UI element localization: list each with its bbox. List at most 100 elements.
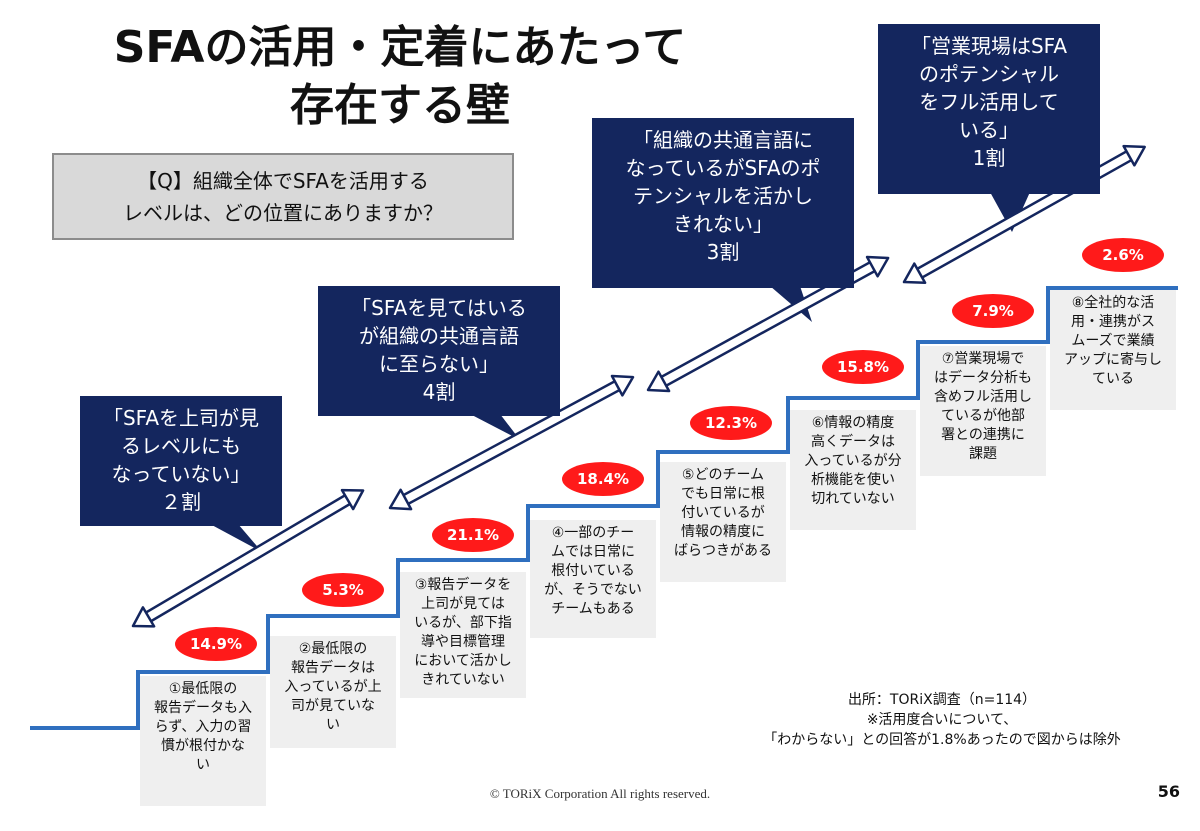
source-note: 出所：TORiX調査（n=114） ※活用度合いについて、 「わからない」との回… bbox=[752, 690, 1132, 750]
step-line: ムでは日常に bbox=[551, 544, 635, 560]
step-box-6: ⑥情報の精度 高くデータは 入っているが分 析機能を使い 切れていない bbox=[790, 410, 916, 530]
step-line: はデータ分析も bbox=[934, 370, 1032, 386]
step-line: ているが他部 bbox=[941, 408, 1025, 424]
step-line: でも日常に根 bbox=[681, 486, 765, 502]
callout-line: が組織の共通言語 bbox=[359, 324, 519, 348]
step-line: 導や目標管理 bbox=[421, 634, 505, 650]
step-line: ⑥情報の精度 bbox=[811, 415, 895, 431]
step-line: 司が見ていな bbox=[291, 698, 375, 714]
step-box-4: ④一部のチー ムでは日常に 根付いている が、そうでない チームもある bbox=[530, 520, 656, 638]
step-line: 含めフル活用し bbox=[934, 389, 1032, 405]
step-line: 署との連携に bbox=[941, 427, 1025, 443]
step-line: 析機能を使い bbox=[811, 472, 895, 488]
step-line: アップに寄与し bbox=[1064, 352, 1162, 368]
page-title-line-2: 存在する壁 bbox=[290, 80, 510, 131]
callout-share: ２割 bbox=[161, 490, 201, 514]
percent-badge-7: 7.9% bbox=[952, 294, 1034, 328]
percent-badge-4: 18.4% bbox=[562, 462, 644, 496]
step-box-3: ③報告データを 上司が見ては いるが、部下指 導や目標管理 において活かし きれ… bbox=[400, 572, 526, 698]
step-line: いるが、部下指 bbox=[414, 615, 512, 631]
step-line: 切れていない bbox=[811, 491, 895, 507]
callout-line: テンシャルを活かし bbox=[633, 184, 813, 208]
staircase-line bbox=[30, 286, 1178, 730]
step-line: ⑤どのチーム bbox=[681, 467, 765, 483]
step-line: ④一部のチー bbox=[551, 525, 635, 541]
callout-line: をフル活用して bbox=[919, 90, 1059, 114]
callout-line: に至らない」 bbox=[379, 352, 499, 376]
bubble-2-tail bbox=[470, 414, 520, 440]
bubble-4-tail bbox=[990, 192, 1030, 232]
step-line: ムーズで業績 bbox=[1071, 333, 1155, 349]
percent-badge-1: 14.9% bbox=[175, 627, 257, 661]
step-line: ⑦営業現場で bbox=[941, 351, 1025, 367]
step-line: ⑧全社的な活 bbox=[1071, 295, 1155, 311]
callout-bubble-3: 「組織の共通言語に なっているがSFAのポ テンシャルを活かし きれない」 3割 bbox=[592, 118, 854, 288]
range-arrow-2 bbox=[388, 374, 635, 511]
question-box: 【Q】組織全体でSFAを活用する レベルは、どの位置にありますか？ bbox=[52, 153, 514, 240]
step-line: らず、入力の習 bbox=[154, 719, 252, 735]
step-line: 付いているが bbox=[681, 505, 765, 521]
step-line: 課題 bbox=[969, 446, 997, 462]
step-line: が、そうでない bbox=[544, 582, 642, 598]
step-line: 報告データは bbox=[291, 660, 375, 676]
step-line: 報告データも入 bbox=[154, 700, 252, 716]
callout-line: 「SFAを見てはいる bbox=[351, 296, 527, 320]
source-line-2: ※活用度合いについて、 bbox=[866, 712, 1018, 728]
step-line: 慣が根付かな bbox=[161, 738, 245, 754]
callout-share: 3割 bbox=[706, 240, 740, 264]
question-line-2: レベルは、どの位置にありますか？ bbox=[123, 201, 443, 225]
callout-line: 「組織の共通言語に bbox=[633, 128, 813, 152]
callout-line: なっているがSFAのポ bbox=[625, 156, 821, 180]
step-line: い bbox=[196, 757, 210, 773]
callout-line: きれない」 bbox=[673, 212, 773, 236]
step-line: 情報の精度に bbox=[681, 524, 765, 540]
step-line: 入っているが分 bbox=[804, 453, 902, 469]
callout-line: るレベルにも bbox=[121, 434, 241, 458]
step-line: ②最低限の bbox=[298, 641, 368, 657]
copyright-text: © TORiX Corporation All rights reserved. bbox=[489, 786, 711, 801]
step-line: 用・連携がス bbox=[1071, 314, 1155, 330]
step-box-8: ⑧全社的な活 用・連携がス ムーズで業績 アップに寄与し ている bbox=[1050, 290, 1176, 410]
step-line: ている bbox=[1092, 371, 1134, 387]
callout-share: 1割 bbox=[972, 146, 1006, 170]
callout-bubble-4: 「営業現場はSFA のポテンシャル をフル活用して いる」 1割 bbox=[878, 24, 1100, 194]
step-line: ①最低限の bbox=[168, 681, 238, 697]
callout-share: 4割 bbox=[422, 380, 456, 404]
percent-badge-5: 12.3% bbox=[690, 406, 772, 440]
range-arrow-1 bbox=[131, 488, 365, 628]
callout-bubble-2: 「SFAを見てはいる が組織の共通言語 に至らない」 4割 bbox=[318, 286, 560, 416]
question-line-1: 【Q】組織全体でSFAを活用する bbox=[137, 169, 429, 193]
page-number: 56 bbox=[1157, 782, 1180, 801]
source-line-3: 「わからない」との回答が1.8%あったので図からは除外 bbox=[763, 732, 1121, 748]
callout-bubble-1: 「SFAを上司が見 るレベルにも なっていない」 ２割 bbox=[80, 396, 282, 526]
bubble-3-tail bbox=[770, 286, 812, 322]
percent-badge-8: 2.6% bbox=[1082, 238, 1164, 272]
callout-line: 「SFAを上司が見 bbox=[102, 406, 260, 430]
step-line: ③報告データを bbox=[414, 577, 512, 593]
step-line: 上司が見ては bbox=[421, 596, 505, 612]
step-box-5: ⑤どのチーム でも日常に根 付いているが 情報の精度に ばらつきがある bbox=[660, 462, 786, 582]
callout-line: 「営業現場はSFA bbox=[910, 34, 1068, 58]
step-line: 根付いている bbox=[551, 563, 635, 579]
step-line: きれていない bbox=[421, 672, 505, 688]
step-line: 入っているが上 bbox=[284, 679, 382, 695]
step-box-7: ⑦営業現場で はデータ分析も 含めフル活用し ているが他部 署との連携に 課題 bbox=[920, 346, 1046, 476]
bubble-1-tail bbox=[210, 524, 262, 552]
percent-badge-2: 5.3% bbox=[302, 573, 384, 607]
source-line-1: 出所：TORiX調査（n=114） bbox=[847, 692, 1037, 708]
percent-badge-3: 21.1% bbox=[432, 518, 514, 552]
step-line: 高くデータは bbox=[811, 434, 895, 450]
step-line: い bbox=[326, 717, 340, 733]
step-line: において活かし bbox=[414, 653, 512, 669]
callout-line: のポテンシャル bbox=[919, 62, 1059, 86]
percent-badge-6: 15.8% bbox=[822, 350, 904, 384]
step-box-2: ②最低限の 報告データは 入っているが上 司が見ていな い bbox=[270, 636, 396, 748]
page-title-line-1: SFAの活用・定着にあたって bbox=[113, 22, 687, 73]
step-line: ばらつきがある bbox=[674, 543, 772, 559]
callout-line: いる」 bbox=[959, 118, 1019, 142]
range-arrow-3 bbox=[646, 255, 890, 393]
step-line: チームもある bbox=[551, 601, 635, 617]
callout-line: なっていない」 bbox=[111, 462, 251, 486]
step-box-1: ①最低限の 報告データも入 らず、入力の習 慣が根付かな い bbox=[140, 676, 266, 806]
